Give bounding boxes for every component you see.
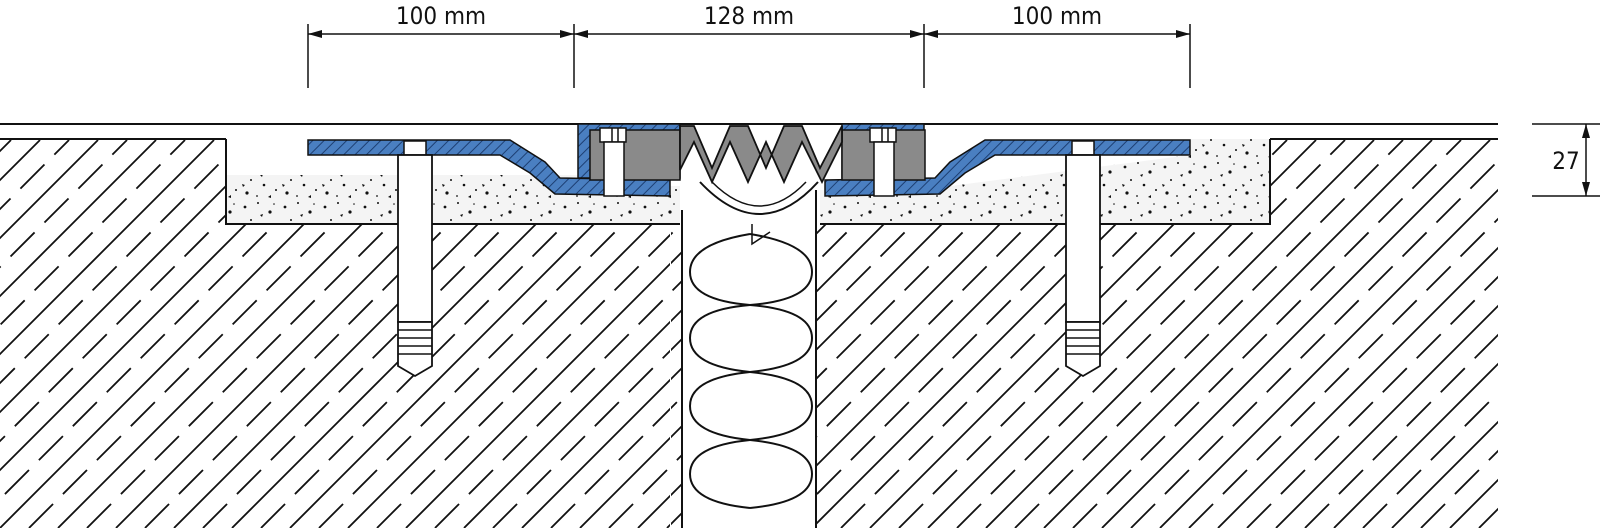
dimension-label-right-flange: 100 mm [1012,2,1102,30]
dimension-label-depth: 27 [1552,147,1579,175]
joint-gap-filler [681,190,817,528]
rubber-bellows-seal [679,125,843,185]
mortar-bed-right-outline [820,139,1271,225]
concrete-hatch-dashed-line [1014,139,1404,528]
concrete-hatch-dashed-line [0,139,128,269]
joint-gap-left-face [670,210,671,528]
aluminium-flange-right [824,139,1191,197]
concrete-hatch-dashed-line [0,139,186,327]
hatch-mask [0,0,1600,139]
concrete-hatch-dashed-line [0,139,70,211]
concrete-hatch-line [1159,139,1549,528]
dimension-label-center-gap: 128 mm [704,2,794,30]
concrete-hatch-dashed-line [1072,139,1462,528]
dimension-label-left-flange: 100 mm [396,2,486,30]
concrete-hatch-line [0,139,273,414]
anchor-left [397,140,433,378]
dimension-lines [307,24,1600,197]
mortar-bed-left-outline [225,139,680,225]
concrete-hatch-line [1043,139,1433,528]
anchor-right [1065,140,1101,378]
aluminium-flange-left [307,139,671,197]
concrete-hatch-dashed-line [0,139,244,385]
seal-bottom-loop-inner [711,181,807,207]
concrete-hatch-dashed-line [1130,139,1520,528]
bolt-right [869,127,897,197]
mortar-bed-right [820,139,1270,224]
hatch-mask [1498,0,1600,528]
mortar-bed-left [226,139,680,224]
concrete-hatch-line [0,139,99,240]
seal-bottom-loop [699,181,819,215]
concrete-hatch-line [1101,139,1491,528]
concrete-hatch-dashed-line [0,139,12,153]
concrete-hatch-line [0,139,157,298]
concrete-hatch-line [0,139,215,356]
concrete-hatch-dashed-line [956,139,1346,528]
bolt-left [599,127,627,197]
concrete-hatch-line [985,139,1375,528]
